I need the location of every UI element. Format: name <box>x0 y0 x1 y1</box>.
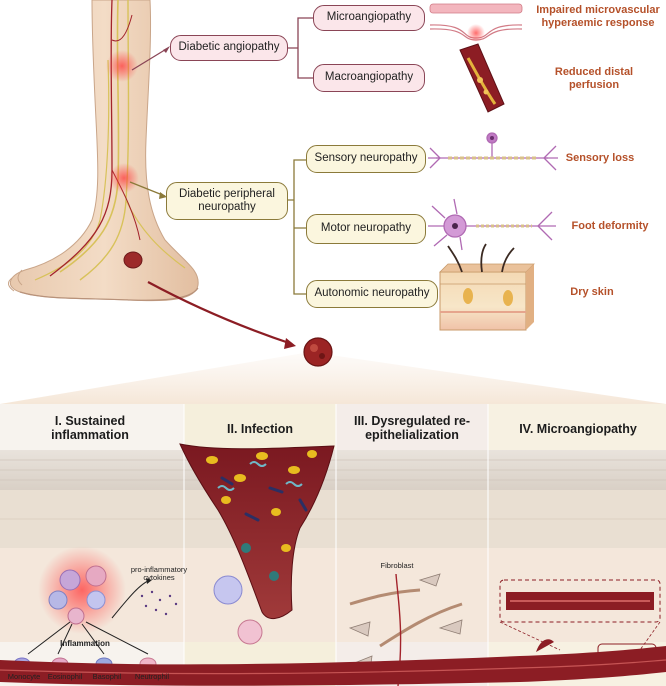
panel-title-infection: II. Infection <box>227 422 293 436</box>
motor-neuropathy-effect: Foot deformity <box>571 220 649 232</box>
macroangiopathy-effect: Reduced distal perfusion <box>554 66 634 91</box>
macrovessel-icon <box>459 43 505 113</box>
skin-block-icon <box>439 243 535 331</box>
panel-title-microangiopathy: IV. Microangiopathy <box>519 422 637 436</box>
label-cytokines: pro-inflammatory cytokines <box>130 565 188 583</box>
motor-neuropathy-box[interactable]: Motor neuropathy <box>306 214 426 244</box>
bottom-blood-vessel <box>0 639 666 686</box>
ulcer-zoom <box>0 337 666 404</box>
label-inflammation: Inflammation <box>60 639 110 648</box>
leg-illustration <box>8 0 199 302</box>
sensory-neuropathy-effect: Sensory loss <box>565 152 635 164</box>
sensory-neuropathy-box[interactable]: Sensory neuropathy <box>306 145 426 173</box>
label-eosinophil: Eosinophil <box>47 672 83 681</box>
label-fibroblast: Fibroblast <box>380 561 414 570</box>
microangiopathy-effect: Impaired microvascular hyperaemic respon… <box>536 4 660 29</box>
label-monocyte: Monocyte <box>7 672 41 681</box>
panel-2-wound <box>179 443 335 645</box>
diabetic-peripheral-neuropathy-box[interactable]: Diabetic peripheral neuropathy <box>166 182 288 220</box>
label-neutrophil: Neutrophil <box>134 672 170 681</box>
panel-title-sustained-inflammation: I. Sustained inflammation <box>51 414 129 443</box>
ulcer-arrow <box>147 281 296 349</box>
macroangiopathy-box[interactable]: Macroangiopathy <box>313 64 425 92</box>
microangiopathy-box[interactable]: Microangiopathy <box>313 5 425 31</box>
autonomic-neuropathy-box[interactable]: Autonomic neuropathy <box>306 280 438 308</box>
autonomic-neuropathy-effect: Dry skin <box>570 286 614 298</box>
label-basophil: Basophil <box>92 672 122 681</box>
motor-neuron-icon <box>428 198 556 251</box>
connector-lines <box>129 17 313 295</box>
panel-title-re-epithelialization: III. Dysregulated re-epithelialization <box>353 414 470 443</box>
microvessel-icon <box>429 3 523 42</box>
sensory-neuron-icon <box>428 132 558 171</box>
diabetic-angiopathy-box[interactable]: Diabetic angiopathy <box>170 35 288 61</box>
panel-4-vessel <box>499 579 661 663</box>
